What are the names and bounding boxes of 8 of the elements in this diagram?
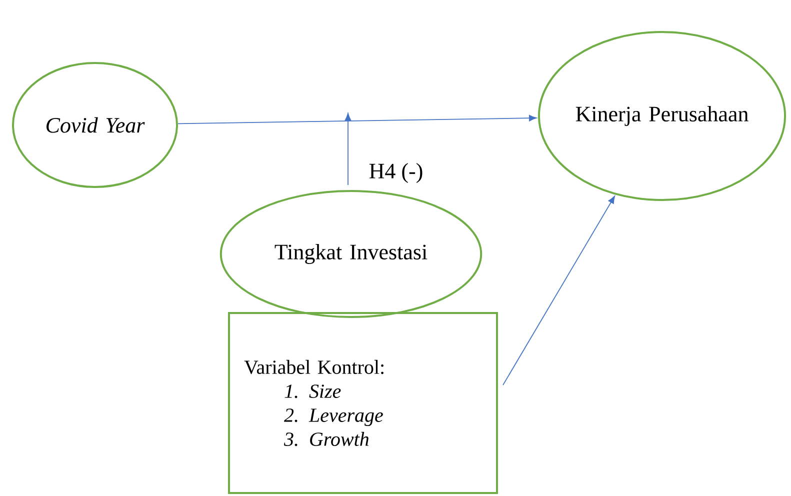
arrow [178,114,537,124]
ellipse-node: Covid Year [12,62,178,188]
text-box: Variabel Kontrol: 1. Size 2. Leverage 3. Growth [228,312,498,494]
ellipse-node: Kinerja Perusahaan [538,31,786,201]
edge-label: H4 (-) [369,163,422,183]
arrow [502,196,615,386]
arrow [344,113,352,186]
ellipse-node: Tingkat Investasi [220,190,482,318]
